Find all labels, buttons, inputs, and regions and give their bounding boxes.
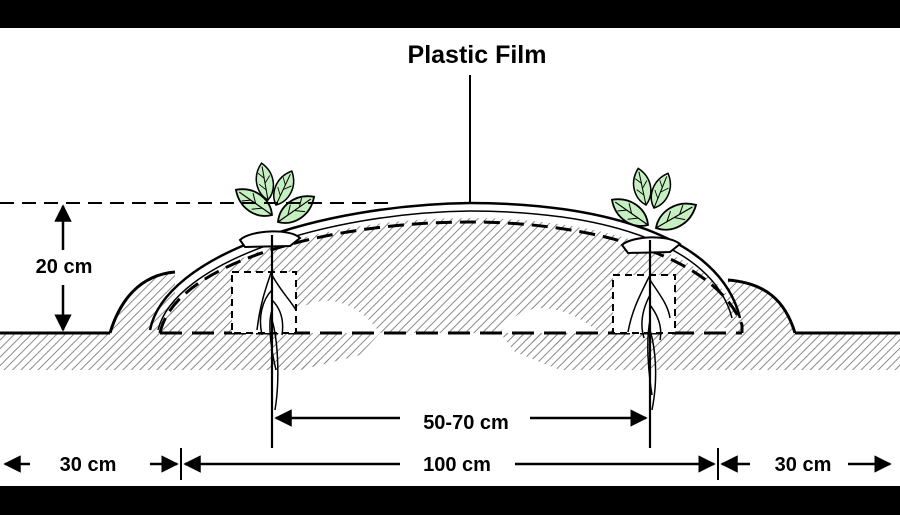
plastic-film-inner-line [157,210,733,331]
left-soil-mound [108,270,176,334]
bed-width-label: 100 cm [423,454,491,476]
bottom-frame-bar [0,486,900,510]
plant-spacing-label: 50-70 cm [423,412,509,434]
height-label: 20 cm [36,256,93,278]
raised-bed-soil [162,218,745,349]
bed-outline-dashed [158,220,744,334]
width-dimensions: 30 cm 100 cm 30 cm [3,448,892,480]
left-margin-label: 30 cm [60,454,117,476]
plastic-film-line [148,201,742,331]
plastic-film-label: Plastic Film [408,41,547,69]
left-planting-hole [231,271,297,334]
right-plant [605,165,703,448]
right-margin-label: 30 cm [775,454,832,476]
height-dimension: 20 cm [0,202,395,332]
plant-spacing-dimension: 50-70 cm [274,409,648,434]
top-frame-bar [0,0,900,28]
left-plant [229,160,321,448]
right-soil-mound [727,278,797,334]
